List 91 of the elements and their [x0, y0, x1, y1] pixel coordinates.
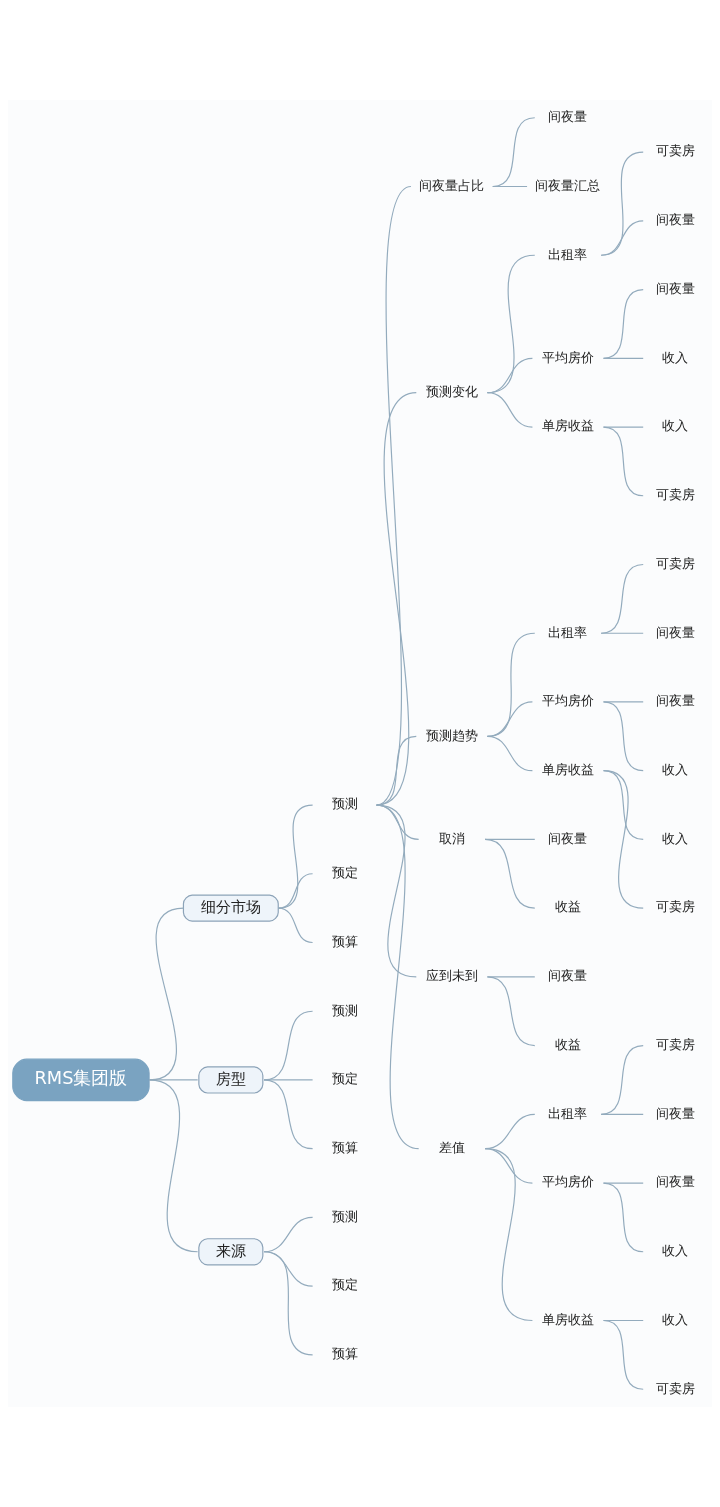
node-text: 平均房价: [541, 1174, 594, 1190]
connector: [277, 873, 314, 909]
connector: [277, 804, 314, 909]
node-text: 收益: [554, 899, 581, 915]
node-box: 房型: [198, 1066, 264, 1094]
node-text: 预测变化: [425, 384, 478, 399]
node-text: 应到未到: [425, 968, 478, 984]
connector: [602, 426, 644, 428]
node-text: 可卖房: [655, 487, 695, 503]
connector: [263, 1010, 314, 1081]
node-text: 收入: [662, 1243, 689, 1259]
connector: [600, 220, 644, 256]
connector: [600, 1113, 644, 1115]
connector: [600, 1045, 644, 1115]
connector: [376, 735, 417, 806]
node-text: 平均房价: [541, 693, 594, 709]
node-text: 预测: [331, 1002, 358, 1018]
connector: [600, 563, 644, 634]
connector: [600, 151, 644, 256]
node-text: 取消: [438, 830, 465, 846]
node-text: 间夜量: [655, 624, 695, 640]
node-text: 可卖房: [655, 899, 695, 915]
node-text: 收入: [662, 418, 689, 434]
node-text: 可卖房: [655, 555, 695, 571]
node-text: 出租率: [548, 624, 588, 640]
connector: [602, 701, 644, 772]
connector: [486, 632, 536, 737]
node-text: 间夜量占比: [419, 177, 485, 193]
connector: [602, 1182, 644, 1253]
node-text: 间夜量: [655, 280, 695, 296]
connector: [148, 1079, 199, 1253]
node-text: 单房收益: [541, 762, 594, 777]
connector: [602, 426, 644, 497]
connector: [486, 701, 533, 737]
node-text: 收益: [554, 1036, 581, 1052]
node-text: 间夜量: [548, 830, 588, 846]
node-text: 间夜量: [548, 109, 588, 125]
node-text: 收入: [662, 762, 689, 777]
node-box: 细分市场: [182, 894, 279, 922]
connector: [484, 1148, 533, 1184]
node-text: 收入: [662, 830, 689, 846]
node-text: 预定: [331, 1277, 358, 1293]
node-text: 差值: [438, 1140, 465, 1155]
node-box: 来源: [198, 1238, 264, 1266]
node-text: 间夜量: [655, 693, 695, 709]
node-text: 预测: [331, 796, 358, 812]
node-box: RMS集团版: [12, 1058, 150, 1102]
node-text: 预算: [331, 1346, 358, 1362]
node-text: 平均房价: [541, 349, 594, 365]
node-text: 预测: [331, 1208, 358, 1224]
node-text: 出租率: [548, 1105, 588, 1121]
node-text: 预算: [331, 933, 358, 949]
connector: [484, 1148, 533, 1322]
node-text: 单房收益: [541, 418, 594, 434]
node-text: 单房收益: [541, 1311, 594, 1327]
connector: [602, 1319, 644, 1390]
connector: [600, 632, 644, 634]
node-text: 间夜量: [655, 1174, 695, 1190]
node-text: 出租率: [548, 246, 588, 262]
node-text: 收入: [662, 349, 689, 365]
connector: [492, 117, 536, 188]
connector: [602, 701, 644, 703]
connector: [376, 804, 420, 1150]
connector: [376, 392, 417, 806]
connector: [263, 1079, 314, 1081]
node-text: 预算: [331, 1140, 358, 1155]
connector: [486, 976, 536, 1047]
connector: [263, 1251, 314, 1287]
node-text: 可卖房: [655, 1380, 695, 1396]
connector: [602, 289, 644, 359]
connector: [602, 357, 644, 359]
connector: [263, 1079, 314, 1150]
node-text: 预定: [331, 1071, 358, 1087]
node-text: 可卖房: [655, 143, 695, 159]
connector: [486, 392, 533, 428]
node-text: 间夜量: [655, 1105, 695, 1121]
node-text: 间夜量: [655, 212, 695, 228]
connector: [602, 770, 644, 909]
connector: [486, 735, 533, 772]
connector: [602, 1182, 644, 1184]
connector: [484, 838, 536, 909]
connector: [492, 185, 528, 188]
connector: [602, 770, 644, 840]
node-text: 间夜量: [548, 968, 588, 984]
connector: [263, 1251, 314, 1356]
node-text: 预测趋势: [425, 727, 478, 743]
connector: [277, 907, 314, 944]
node-text: 可卖房: [655, 1036, 695, 1052]
node-text: 间夜量汇总: [535, 177, 601, 193]
node-text: 预定: [331, 865, 358, 881]
node-text: 收入: [662, 1311, 689, 1327]
